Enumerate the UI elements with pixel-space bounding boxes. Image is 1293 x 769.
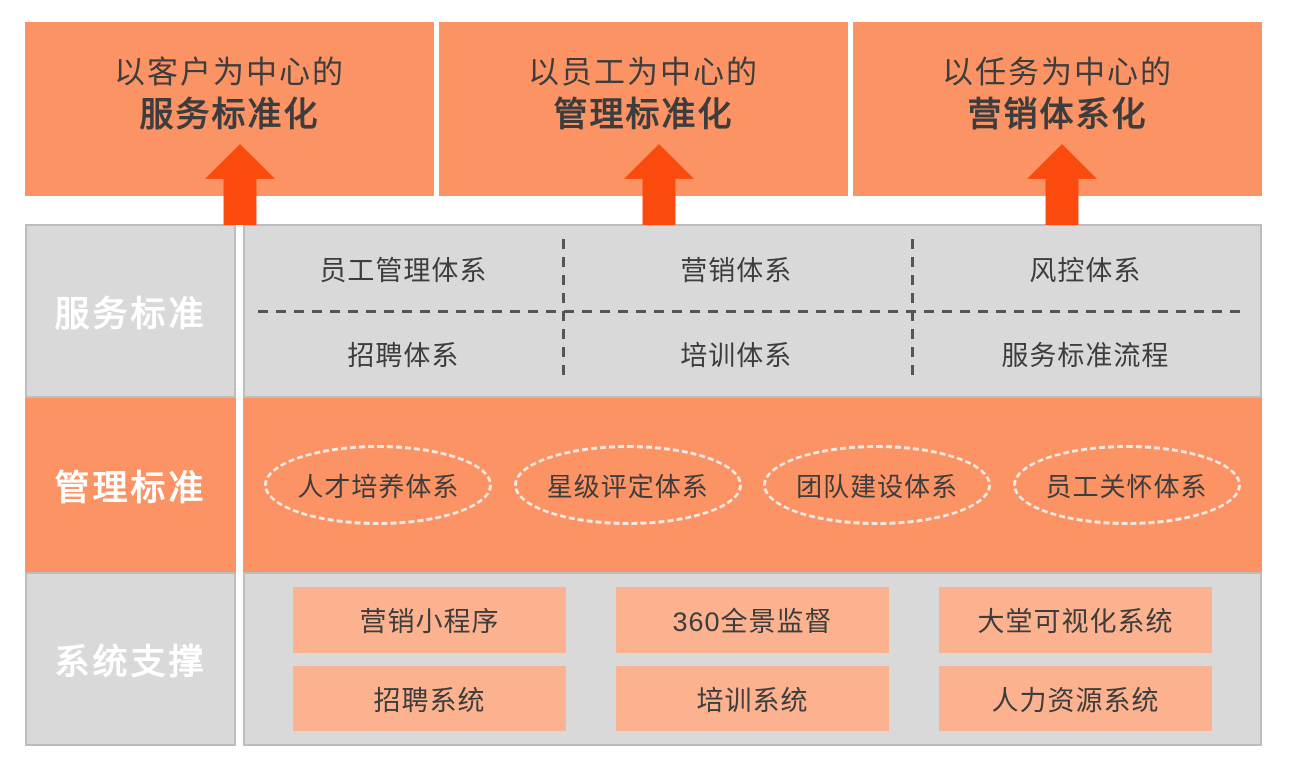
service-standards-content: 员工管理体系 营销体系 风控体系 招聘体系 培训体系 服务标准流程 [243,224,1262,398]
row-label-management-standards: 管理标准 [25,398,236,572]
cell-marketing-system: 营销体系 [680,256,793,286]
system-support-grid: 营销小程序 360全景监督 大堂可视化系统 招聘系统 培训系统 人力资源系统 [245,574,1260,744]
ellipse-star-rating: 星级评定体系 [513,445,742,525]
row-label-text: 服务标准 [54,294,207,334]
row-label-service-standards: 服务标准 [25,224,236,398]
box-lobby-visualization-system: 大堂可视化系统 [939,587,1212,653]
box-marketing-miniprogram: 营销小程序 [293,587,566,653]
row-label-text: 系统支撑 [54,642,207,682]
box-hr-system: 人力资源系统 [939,665,1212,731]
header-title: 管理标准化 [553,95,734,134]
header-subtitle: 以任务为中心的 [942,55,1173,90]
ellipse-employee-care: 员工关怀体系 [1012,445,1241,525]
header-title: 服务标准化 [139,95,320,134]
system-support-content: 营销小程序 360全景监督 大堂可视化系统 招聘系统 培训系统 人力资源系统 [243,572,1262,746]
cell-training-system: 培训体系 [680,341,793,371]
row-system-support: 系统支撑 营销小程序 360全景监督 大堂可视化系统 招聘系统 培训系统 人力资… [25,572,1262,746]
cell-risk-control-system: 风控体系 [1029,256,1142,286]
cell-recruitment-system: 招聘体系 [347,341,460,371]
row-management-standards: 管理标准 人才培养体系 星级评定体系 团队建设体系 员工关怀体系 [25,398,1262,572]
box-360-panorama-supervision: 360全景监督 [616,587,889,653]
row-label-system-support: 系统支撑 [25,572,236,746]
ellipse-group: 人才培养体系 星级评定体系 团队建设体系 员工关怀体系 [243,398,1262,572]
ellipse-talent-development: 人才培养体系 [264,445,493,525]
cell-service-standard-process: 服务标准流程 [1001,341,1170,371]
header-subtitle: 以客户为中心的 [114,55,345,90]
dashed-horizontal-divider [258,310,1247,313]
header-subtitle: 以员工为中心的 [528,55,759,90]
box-training-system: 培训系统 [616,665,889,731]
header-title: 营销体系化 [967,95,1148,134]
row-label-text: 管理标准 [54,468,207,508]
row-service-standards: 服务标准 员工管理体系 营销体系 风控体系 招聘体系 培训体系 服务标准流程 [25,224,1262,398]
header-block-employee-management: 以员工为中心的 管理标准化 [439,22,848,196]
header-block-task-marketing: 以任务为中心的 营销体系化 [853,22,1262,196]
management-standards-content: 人才培养体系 星级评定体系 团队建设体系 员工关怀体系 [243,398,1262,572]
box-recruitment-system: 招聘系统 [293,665,566,731]
header-band: 以客户为中心的 服务标准化 以员工为中心的 管理标准化 以任务为中心的 营销体系… [25,22,1262,196]
cell-employee-management-system: 员工管理体系 [319,256,488,286]
service-standards-grid: 员工管理体系 营销体系 风控体系 招聘体系 培训体系 服务标准流程 [245,226,1260,396]
ellipse-team-building: 团队建设体系 [763,445,992,525]
